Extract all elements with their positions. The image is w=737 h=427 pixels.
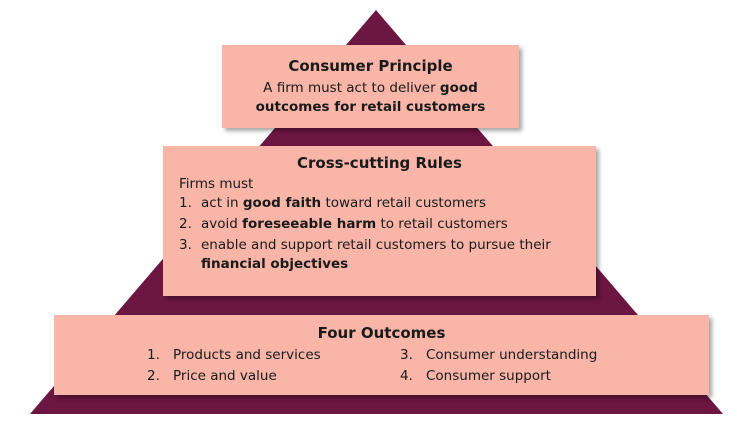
outcome-label: Consumer understanding [426, 347, 598, 363]
rule-number: 1. [179, 195, 192, 211]
outcome-item: 3. Consumer understanding [400, 345, 597, 366]
rule-number: 3. [179, 237, 192, 253]
principle-text-bold-a: good [439, 80, 478, 96]
outcome-number: 2. [147, 368, 160, 384]
outcome-label: Consumer support [426, 368, 551, 384]
rule-text: avoid foreseeable harm to retail custome… [201, 216, 508, 232]
rule-item: 2. avoid foreseeable harm to retail cust… [179, 215, 580, 234]
rules-intro: Firms must [179, 176, 254, 192]
rule-text: enable and support retail customers to p… [201, 237, 551, 272]
rule-item: 3. enable and support retail customers t… [179, 236, 580, 274]
outcome-number: 4. [400, 368, 413, 384]
principle-text-a: A firm must act to deliver [263, 80, 440, 96]
outcome-number: 1. [147, 347, 160, 363]
rule-text: act in good faith toward retail customer… [201, 195, 487, 211]
cross-cutting-rules-box: Cross-cutting Rules Firms must 1. act in… [163, 146, 596, 296]
cross-cutting-rules-title: Cross-cutting Rules [297, 154, 462, 172]
rule-number: 2. [179, 216, 192, 232]
outcomes-column-left: 1. Products and services 2. Price and va… [147, 345, 321, 387]
four-outcomes-title: Four Outcomes [317, 324, 446, 342]
outcome-number: 3. [400, 347, 413, 363]
consumer-principle-text: A firm must act to deliver good outcomes… [222, 79, 519, 117]
consumer-principle-box: Consumer Principle A firm must act to de… [222, 45, 519, 128]
outcome-label: Products and services [173, 347, 321, 363]
consumer-principle-title: Consumer Principle [288, 57, 453, 75]
outcome-label: Price and value [173, 368, 277, 384]
outcome-item: 2. Price and value [147, 366, 321, 387]
rule-item: 1. act in good faith toward retail custo… [179, 194, 580, 213]
outcome-item: 4. Consumer support [400, 366, 597, 387]
four-outcomes-box: Four Outcomes 1. Products and services 2… [54, 315, 709, 395]
outcomes-list: 1. Products and services 2. Price and va… [54, 345, 709, 385]
rules-list: 1. act in good faith toward retail custo… [179, 194, 580, 274]
outcome-item: 1. Products and services [147, 345, 321, 366]
outcomes-column-right: 3. Consumer understanding 4. Consumer su… [400, 345, 597, 387]
principle-text-bold-b: outcomes for retail customers [255, 99, 486, 115]
